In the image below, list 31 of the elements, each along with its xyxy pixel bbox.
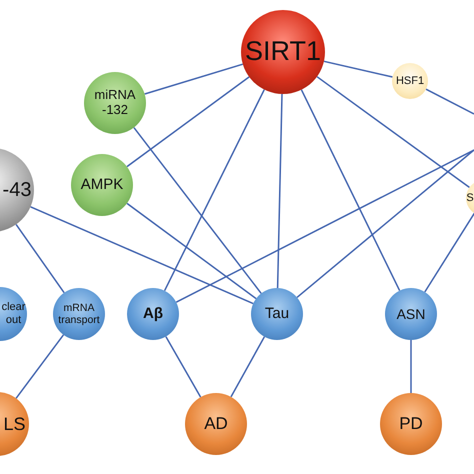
connector-line bbox=[324, 60, 393, 78]
connector-line bbox=[316, 76, 470, 188]
connector-line bbox=[126, 202, 257, 300]
connector-line bbox=[165, 336, 202, 398]
connector-line bbox=[296, 149, 474, 298]
circle-node: -43 bbox=[0, 148, 34, 232]
circle-node: HSF1 bbox=[392, 63, 428, 99]
circle-node: SIRT1 bbox=[241, 10, 325, 94]
circle-node: AD bbox=[185, 393, 247, 455]
connector-line bbox=[410, 340, 412, 393]
connector-line bbox=[144, 63, 244, 95]
connector-line bbox=[16, 334, 64, 399]
circle-node: mRNA transport bbox=[53, 288, 105, 340]
connector-line bbox=[276, 94, 283, 288]
circle-node: miRNA -132 bbox=[84, 72, 146, 134]
connector-line bbox=[164, 89, 265, 292]
connector-line bbox=[15, 224, 65, 294]
circle-node: Aβ bbox=[127, 288, 179, 340]
connector-line bbox=[176, 149, 474, 303]
connector-line bbox=[426, 88, 474, 115]
circle-node: AMPK bbox=[71, 154, 133, 216]
circle-node: Tau bbox=[251, 288, 303, 340]
circle-node: LS bbox=[0, 392, 29, 456]
connector-line bbox=[300, 89, 400, 291]
connector-line bbox=[126, 76, 250, 168]
circle-node: clear out bbox=[0, 287, 27, 341]
circle-node: ASN bbox=[385, 288, 437, 340]
connector-line bbox=[230, 336, 266, 398]
connector-line bbox=[133, 127, 262, 294]
connector-line bbox=[30, 206, 254, 304]
circle-node: PD bbox=[380, 393, 442, 455]
